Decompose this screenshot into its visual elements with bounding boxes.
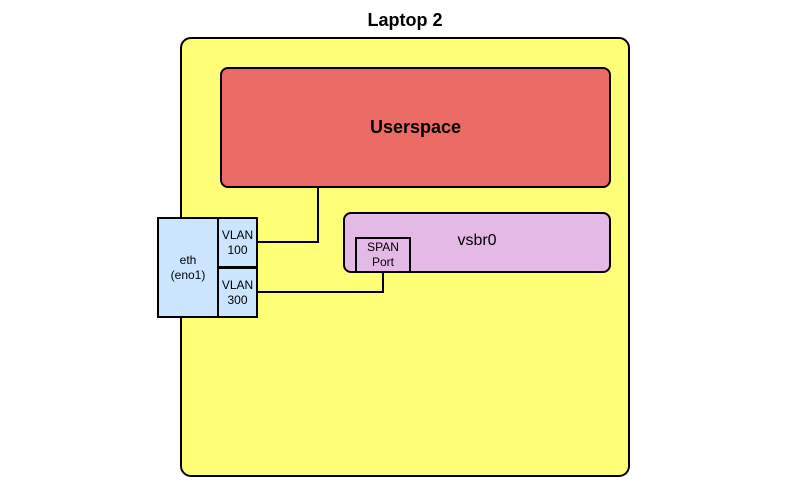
- diagram-title-text: Laptop 2: [367, 10, 443, 30]
- userspace-vlan100-connector: [258, 188, 319, 243]
- span-vlan300-connector: [258, 273, 384, 293]
- span-port-box: SPAN Port: [355, 237, 411, 273]
- userspace-box: Userspace: [220, 67, 611, 188]
- vlan-100-line2: 100: [227, 242, 248, 257]
- diagram-title: Laptop 2: [0, 10, 810, 31]
- vlan-300-line2: 300: [227, 292, 248, 307]
- span-port-line2: Port: [371, 255, 394, 269]
- span-port-line1: SPAN: [367, 240, 399, 254]
- eth-line2: (eno1): [170, 267, 206, 282]
- vlan-300-line1: VLAN: [221, 277, 254, 292]
- vlan-300-box: VLAN 300: [217, 267, 258, 318]
- userspace-label: Userspace: [369, 117, 462, 137]
- eth-interface-box: eth (eno1): [157, 217, 219, 318]
- eth-line1: eth: [179, 252, 197, 267]
- bridge-label: vsbr0: [457, 232, 497, 249]
- vlan-100-box: VLAN 100: [217, 217, 258, 268]
- vlan-100-line1: VLAN: [221, 227, 254, 242]
